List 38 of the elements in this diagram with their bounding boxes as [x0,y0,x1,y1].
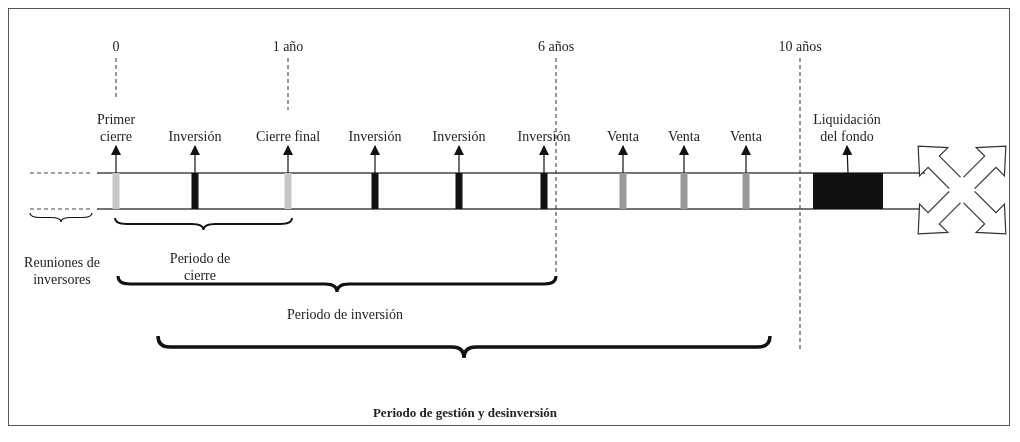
arrow [679,145,689,174]
arrow [370,145,380,174]
event-label: Venta [607,128,639,145]
arrow [190,145,200,174]
event-label: Venta [668,128,700,145]
arrow [618,145,628,174]
event-bar [455,173,463,209]
event-bar [540,173,548,209]
event-label: Inversión [432,128,486,145]
event-bar [191,173,199,209]
event-label: Inversión [168,128,222,145]
event-bar [371,173,379,209]
period-label: Reuniones de inversores [23,254,101,288]
event-label: Venta [730,128,762,145]
arrow [539,145,549,174]
period-label: Periodo de cierre [168,250,232,284]
period-label: Periodo de gestión y desinversión [372,404,558,421]
liquidation-block [813,173,883,209]
arrow [741,145,751,174]
arrow [842,145,853,174]
event-bar [284,173,292,209]
arrow [111,145,121,174]
event-bar [742,173,750,209]
arrow [454,145,464,174]
year-label: 6 años [537,38,575,55]
event-bar [112,173,120,209]
event-bar [680,173,688,209]
year-label: 10 años [778,38,822,55]
event-label: Cierre final [255,128,321,145]
arrow [283,145,293,174]
year-label: 0 [112,38,120,55]
year-label: 1 año [272,38,304,55]
event-bar [619,173,627,209]
event-label: Primer cierre [86,111,146,145]
event-label: Inversión [517,128,571,145]
event-label: Inversión [348,128,402,145]
event-label: Liquidación del fondo [807,111,887,145]
period-label: Periodo de inversión [287,306,403,323]
